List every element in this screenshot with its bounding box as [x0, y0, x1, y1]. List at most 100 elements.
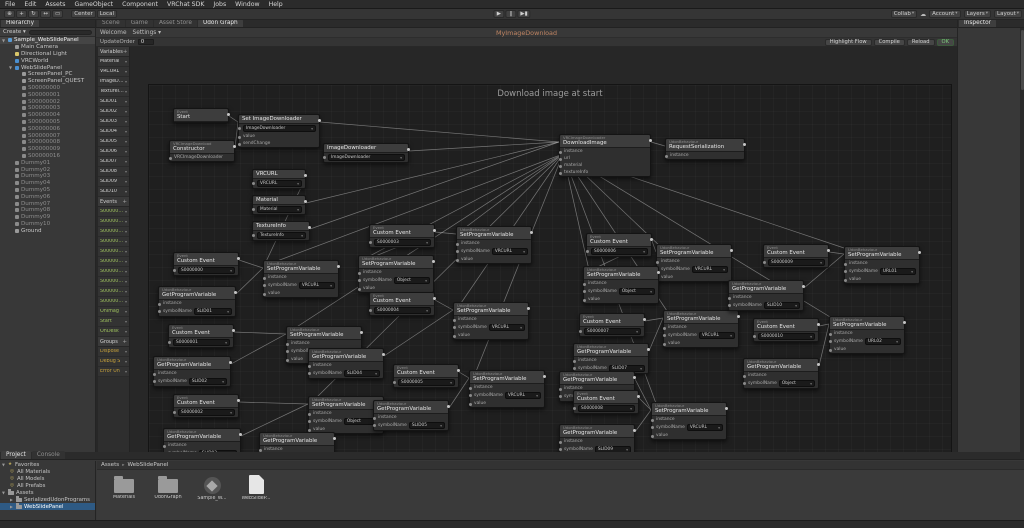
hierarchy-item-s00000016[interactable]: S00000016 [0, 153, 95, 160]
sidebar-item-s0000009[interactable]: S0000009▾ [98, 297, 129, 307]
cloud-icon[interactable]: ☁ [920, 10, 927, 18]
sidebar-item-slid01[interactable]: SLID01▾ [98, 97, 129, 107]
breadcrumb-current[interactable]: WebSlidePanel [127, 462, 169, 468]
hierarchy-item-dummy05[interactable]: Dummy05 [0, 187, 95, 194]
settings-button[interactable]: Settings ▾ [132, 29, 162, 36]
value-chip[interactable]: S0000003▾ [374, 239, 431, 246]
add-icon[interactable]: + [122, 198, 127, 205]
sidebar-item-slid09[interactable]: SLID09▾ [98, 177, 129, 187]
sidebar-item-imagedownloader[interactable]: ImageDownloader▾ [98, 77, 129, 87]
add-icon[interactable]: + [122, 338, 127, 345]
value-chip[interactable]: VRCURL▾ [504, 392, 541, 399]
assets-header[interactable]: ▼Assets [2, 489, 34, 496]
foldout-icon[interactable]: ▼ [9, 65, 13, 71]
tree-item-serializedudonprograms[interactable]: ▶SerializedUdonPrograms [10, 496, 90, 503]
hierarchy-item-s00000004[interactable]: S00000004 [0, 112, 95, 119]
hierarchy-item-screenpanel-quest[interactable]: ScreenPanel_QUEST [0, 78, 95, 85]
tab-inspector[interactable]: Inspector [959, 19, 997, 27]
hierarchy-item-dummy07[interactable]: Dummy07 [0, 200, 95, 207]
hierarchy-item-s00000007[interactable]: S00000007 [0, 132, 95, 139]
sidebar-item-s0000008[interactable]: S0000008▾ [98, 287, 129, 297]
hierarchy-item-dummy02[interactable]: Dummy02 [0, 166, 95, 173]
value-chip[interactable]: TextureInfo▾ [257, 232, 306, 239]
value-chip[interactable]: ImageDownloader▾ [328, 154, 405, 161]
hierarchy-item-directional-light[interactable]: Directional Light [0, 51, 95, 58]
sidebar-item-s0000006[interactable]: S0000006▾ [98, 267, 129, 277]
hierarchy-item-vrcworld[interactable]: VRCWorld [0, 57, 95, 64]
hierarchy-item-webslidepanel[interactable]: ▼WebSlidePanel [9, 64, 62, 71]
value-chip[interactable]: SLID09▾ [594, 446, 631, 452]
create-button[interactable]: Create ▾ [3, 29, 26, 35]
sidebar-item-material[interactable]: Material▾ [98, 57, 129, 67]
sidebar-item-slid08[interactable]: SLID08▾ [98, 167, 129, 177]
add-icon[interactable]: + [122, 48, 128, 55]
udon-canvas[interactable]: Variables+Material▾VRCURL▾ImageDownloade… [96, 47, 957, 452]
value-chip[interactable]: S0000004▾ [374, 307, 431, 314]
hierarchy-item-s00000001[interactable]: S00000001 [0, 91, 95, 98]
favorite-item-all-models[interactable]: ◎All Models [10, 475, 45, 482]
hierarchy-item-dummy09[interactable]: Dummy09 [0, 214, 95, 221]
sidebar-item-debug-s[interactable]: Debug S▾ [98, 357, 129, 367]
hierarchy-item-s00000009[interactable]: S00000009 [0, 146, 95, 153]
hierarchy-item-s00000003[interactable]: S00000003 [0, 105, 95, 112]
sidebar-item-vrcurl[interactable]: VRCURL▾ [98, 67, 129, 77]
favorite-item-all-prefabs[interactable]: ◎All Prefabs [10, 482, 46, 489]
asset-item-sample-w[interactable]: Sample_W... [195, 474, 229, 516]
pivot-toggle[interactable]: Center [71, 10, 96, 18]
layout-button[interactable]: Layout▾ [994, 10, 1022, 18]
menu-jobs[interactable]: Jobs [213, 0, 227, 8]
value-chip[interactable]: VRCURL▾ [686, 424, 723, 431]
sidebar-item-s0000004[interactable]: S0000004▾ [98, 247, 129, 257]
value-chip[interactable]: SLID04▾ [343, 370, 380, 377]
sidebar-item-slid04[interactable]: SLID04▾ [98, 127, 129, 137]
step-button[interactable]: ▶▮ [517, 10, 531, 18]
value-chip[interactable]: S0000008▾ [578, 405, 635, 412]
value-chip[interactable]: S0000000▾ [178, 267, 235, 274]
update-order-input[interactable]: 0 [137, 39, 154, 45]
hierarchy-item-dummy04[interactable]: Dummy04 [0, 180, 95, 187]
compile-button[interactable]: Compile [873, 38, 905, 46]
menu-assets[interactable]: Assets [45, 0, 66, 8]
value-chip[interactable]: S0000001▾ [173, 339, 230, 346]
value-chip[interactable]: Object▾ [618, 288, 655, 295]
sidebar-item-slid02[interactable]: SLID02▾ [98, 107, 129, 117]
value-chip[interactable]: URL02▾ [864, 338, 901, 345]
sidebar-item-slid10[interactable]: SLID10▾ [98, 187, 129, 197]
value-chip[interactable]: S0000010▾ [758, 333, 815, 340]
inspector-scrollbar[interactable] [1020, 28, 1024, 452]
sidebar-item-s0000005[interactable]: S0000005▾ [98, 257, 129, 267]
tab-project[interactable]: Project [1, 451, 31, 459]
value-chip[interactable]: S0000002▾ [178, 409, 235, 416]
value-chip[interactable]: VRCURL▾ [691, 266, 728, 273]
foldout-icon[interactable]: ▶ [10, 504, 13, 509]
hierarchy-item-main-camera[interactable]: Main Camera [0, 44, 95, 51]
hierarchy-item-dummy03[interactable]: Dummy03 [0, 173, 95, 180]
sidebar-item-start[interactable]: Start▾ [98, 317, 129, 327]
hierarchy-item-dummy10[interactable]: Dummy10 [0, 221, 95, 228]
menu-help[interactable]: Help [268, 0, 283, 8]
ok-status-button[interactable]: OK [936, 38, 954, 46]
value-chip[interactable]: SLID05▾ [408, 422, 445, 429]
value-chip[interactable]: Material▾ [257, 206, 302, 213]
hierarchy-item-dummy01[interactable]: Dummy01 [0, 159, 95, 166]
value-chip[interactable]: S0000007▾ [584, 328, 641, 335]
value-chip[interactable]: SLID03▾ [198, 450, 237, 452]
sidebar-item-textureinfo[interactable]: TextureInfo▾ [98, 87, 129, 97]
value-chip[interactable]: VRCURL▾ [698, 332, 735, 339]
hierarchy-item-s00000008[interactable]: S00000008 [0, 139, 95, 146]
graph-node-getprogramvariable-n28[interactable]: UdonBehaviourGetProgramVariableinstances… [258, 432, 336, 452]
tab-game[interactable]: Game [125, 19, 153, 27]
